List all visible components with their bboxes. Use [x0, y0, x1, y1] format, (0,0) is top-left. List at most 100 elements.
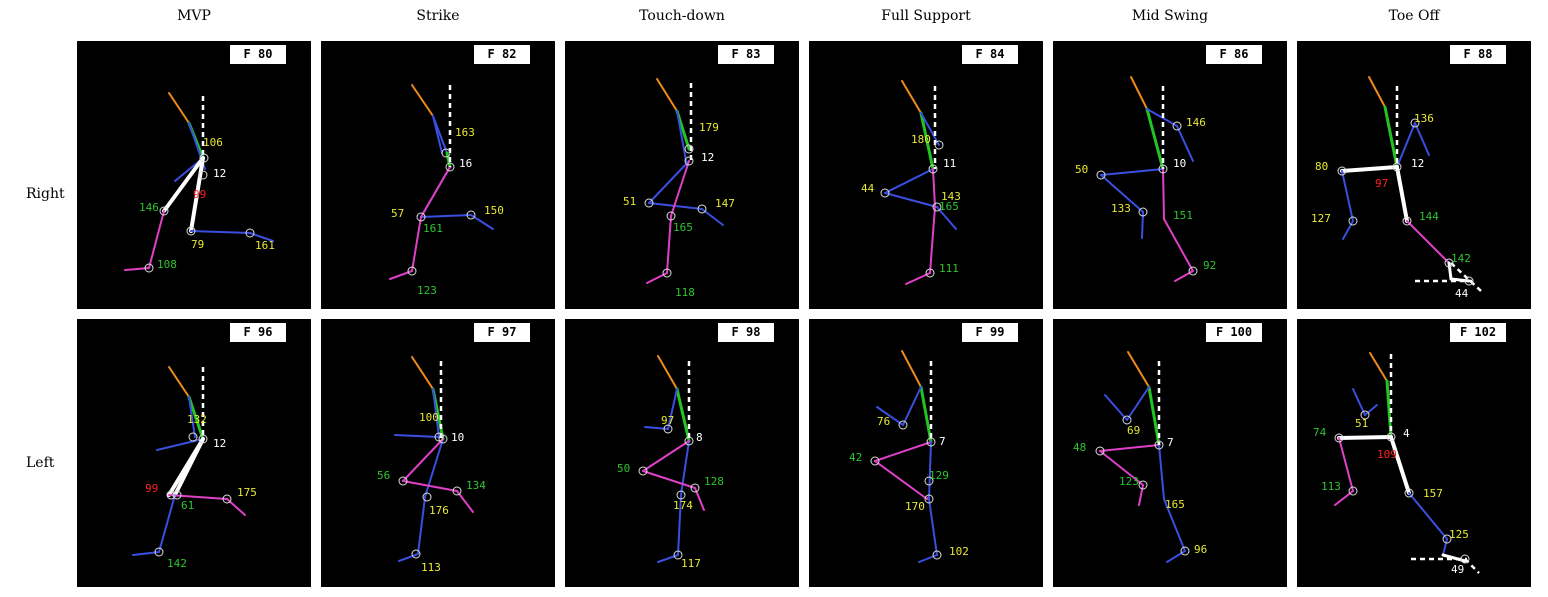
limb-segment: [874, 460, 928, 500]
angle-label: 142: [1451, 252, 1471, 265]
limb-segment: [666, 215, 672, 274]
joint-marker: [1392, 162, 1402, 172]
angle-label: 11: [943, 157, 956, 170]
reference-line: [1450, 262, 1482, 292]
limb-segment: [1414, 122, 1430, 156]
limb-segment: [929, 206, 936, 274]
limb-segment: [394, 434, 440, 438]
joint-marker: [926, 437, 936, 447]
limb-segment: [656, 78, 678, 112]
limb-segment: [1441, 553, 1467, 563]
angle-label: 97: [661, 414, 674, 427]
limb-segment: [1099, 450, 1144, 486]
angle-label: 10: [1173, 157, 1186, 170]
reference-line: [1464, 558, 1480, 574]
limb-segment: [1406, 220, 1450, 264]
angle-label: 175: [237, 486, 257, 499]
limb-segment: [402, 480, 458, 492]
joint-marker: [411, 549, 421, 559]
joint-marker: [1360, 410, 1370, 420]
angle-label: 50: [617, 462, 630, 475]
limb-segment: [1104, 394, 1128, 421]
limb-segment: [646, 272, 668, 284]
joint-marker: [1386, 432, 1396, 442]
limb-segment: [928, 498, 938, 556]
limb-segment: [657, 554, 679, 563]
angle-label: 99: [145, 482, 158, 495]
angle-label: 79: [191, 238, 204, 251]
limb-segment: [1100, 168, 1164, 176]
angle-label: 111: [939, 262, 959, 275]
angle-label: 161: [423, 222, 443, 235]
joint-marker: [684, 436, 694, 446]
angle-label: 48: [1073, 441, 1086, 454]
joint-marker: [422, 492, 432, 502]
angle-label: 180: [911, 133, 931, 146]
limb-segment: [677, 494, 682, 556]
joint-marker: [666, 211, 676, 221]
limb-segment: [901, 80, 922, 114]
angle-label: 118: [675, 286, 695, 299]
limb-segment: [901, 350, 922, 388]
joint-marker: [144, 263, 154, 273]
limb-segment: [1147, 385, 1161, 447]
limb-segment: [148, 210, 165, 269]
limb-segment: [1163, 218, 1194, 272]
angle-label: 176: [429, 504, 449, 517]
limb-segment: [1337, 435, 1393, 440]
angle-label: 170: [905, 500, 925, 513]
angle-label: 165: [673, 221, 693, 234]
joint-marker: [441, 148, 451, 158]
angle-label: 113: [421, 561, 441, 574]
joint-marker: [934, 140, 944, 150]
angle-label: 44: [861, 182, 875, 195]
limb-segment: [1442, 538, 1448, 556]
limb-segment: [1369, 352, 1388, 382]
limb-segment: [187, 395, 205, 441]
limb-segment: [648, 202, 703, 210]
limb-segment: [1126, 386, 1150, 421]
limb-segment: [676, 110, 688, 167]
limb-segment: [1395, 165, 1409, 223]
angle-label: 143: [941, 190, 961, 203]
limb-segment: [168, 494, 228, 500]
angle-label: 50: [1075, 163, 1088, 176]
joint-marker: [407, 266, 417, 276]
limb-segment: [411, 216, 422, 272]
limb-segment: [884, 192, 938, 208]
joint-marker: [159, 206, 169, 216]
limb-segment: [417, 496, 426, 555]
limb-segment: [1138, 484, 1144, 506]
joint-marker: [222, 494, 232, 504]
joint-marker: [1095, 446, 1105, 456]
limb-segment: [1158, 444, 1165, 500]
angle-label: 57: [391, 207, 404, 220]
joint-marker: [188, 432, 198, 442]
limb-segment: [1396, 122, 1416, 168]
angle-label: 106: [203, 136, 223, 149]
joint-marker: [198, 170, 208, 180]
joint-marker: [1158, 164, 1168, 174]
angle-label: 117: [681, 557, 701, 570]
limb-segment: [398, 553, 419, 562]
angle-label: 102: [949, 545, 969, 558]
frame-number-label: F 86: [1206, 45, 1262, 64]
limb-segment: [1163, 498, 1186, 552]
joint-marker: [932, 202, 942, 212]
angle-label: 157: [1423, 487, 1443, 500]
limb-segment: [1100, 174, 1144, 213]
joint-marker: [438, 434, 448, 444]
angle-label: 109: [1377, 448, 1397, 461]
limb-segment: [884, 168, 934, 194]
limb-segment: [432, 388, 440, 438]
angle-label: 134: [466, 479, 486, 492]
